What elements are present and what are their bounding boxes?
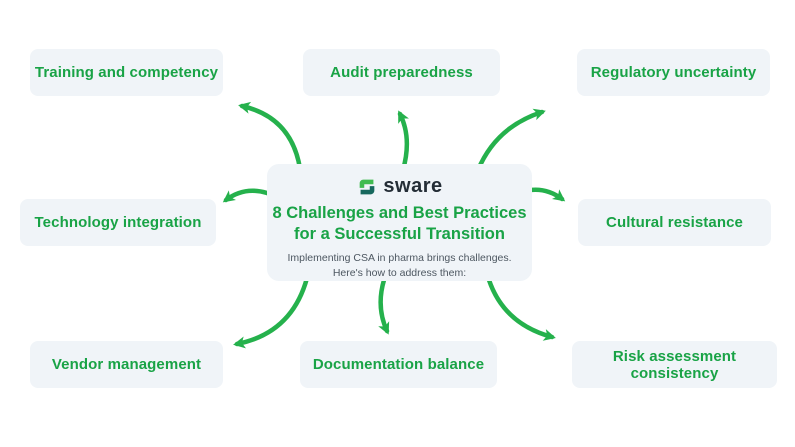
- sware-s-icon: [360, 179, 375, 194]
- center-subtitle-line: Here's how to address them:: [332, 267, 467, 280]
- challenge-label: Documentation balance: [312, 356, 485, 373]
- challenge-label: Cultural resistance: [606, 214, 743, 231]
- challenge-box-risk-assessment-consistency: Risk assessment consistency: [572, 341, 777, 388]
- challenge-label: Regulatory uncertainty: [590, 64, 757, 81]
- challenge-box-vendor-management: Vendor management: [30, 341, 223, 388]
- center-title-line: for a Successful Transition: [294, 225, 505, 244]
- challenge-box-training-and-competency: Training and competency: [30, 49, 223, 96]
- challenge-label: Technology integration: [34, 214, 202, 231]
- challenge-label: Vendor management: [51, 356, 202, 373]
- center-card: sware 8 Challenges and Best Practices fo…: [267, 164, 532, 281]
- arrow-to-vendor-management: [233, 275, 310, 349]
- challenge-label: Training and competency: [34, 64, 219, 81]
- arrow-to-risk-assessment-consistency: [486, 277, 556, 341]
- sware-logo-text: sware: [383, 175, 443, 197]
- challenge-box-audit-preparedness: Audit preparedness: [303, 49, 500, 96]
- challenge-box-cultural-resistance: Cultural resistance: [578, 199, 771, 246]
- center-title-line: 8 Challenges and Best Practices: [272, 204, 527, 222]
- challenge-box-documentation-balance: Documentation balance: [300, 341, 497, 388]
- challenge-label: Risk assessment consistency: [612, 347, 737, 382]
- arrow-to-audit-preparedness: [397, 110, 410, 173]
- center-title: 8 Challenges and Best Practices for a Su…: [272, 203, 526, 246]
- sware-logo: sware: [356, 175, 442, 198]
- center-subtitle-line: Implementing CSA in pharma brings challe…: [287, 251, 512, 264]
- arrow-to-documentation-balance: [378, 277, 390, 335]
- arrow-to-regulatory-uncertainty: [475, 108, 546, 173]
- challenge-box-technology-integration: Technology integration: [20, 199, 216, 246]
- challenge-box-regulatory-uncertainty: Regulatory uncertainty: [577, 49, 770, 96]
- challenge-label: Audit preparedness: [330, 64, 473, 81]
- center-subtitle: Implementing CSA in pharma brings challe…: [287, 251, 511, 281]
